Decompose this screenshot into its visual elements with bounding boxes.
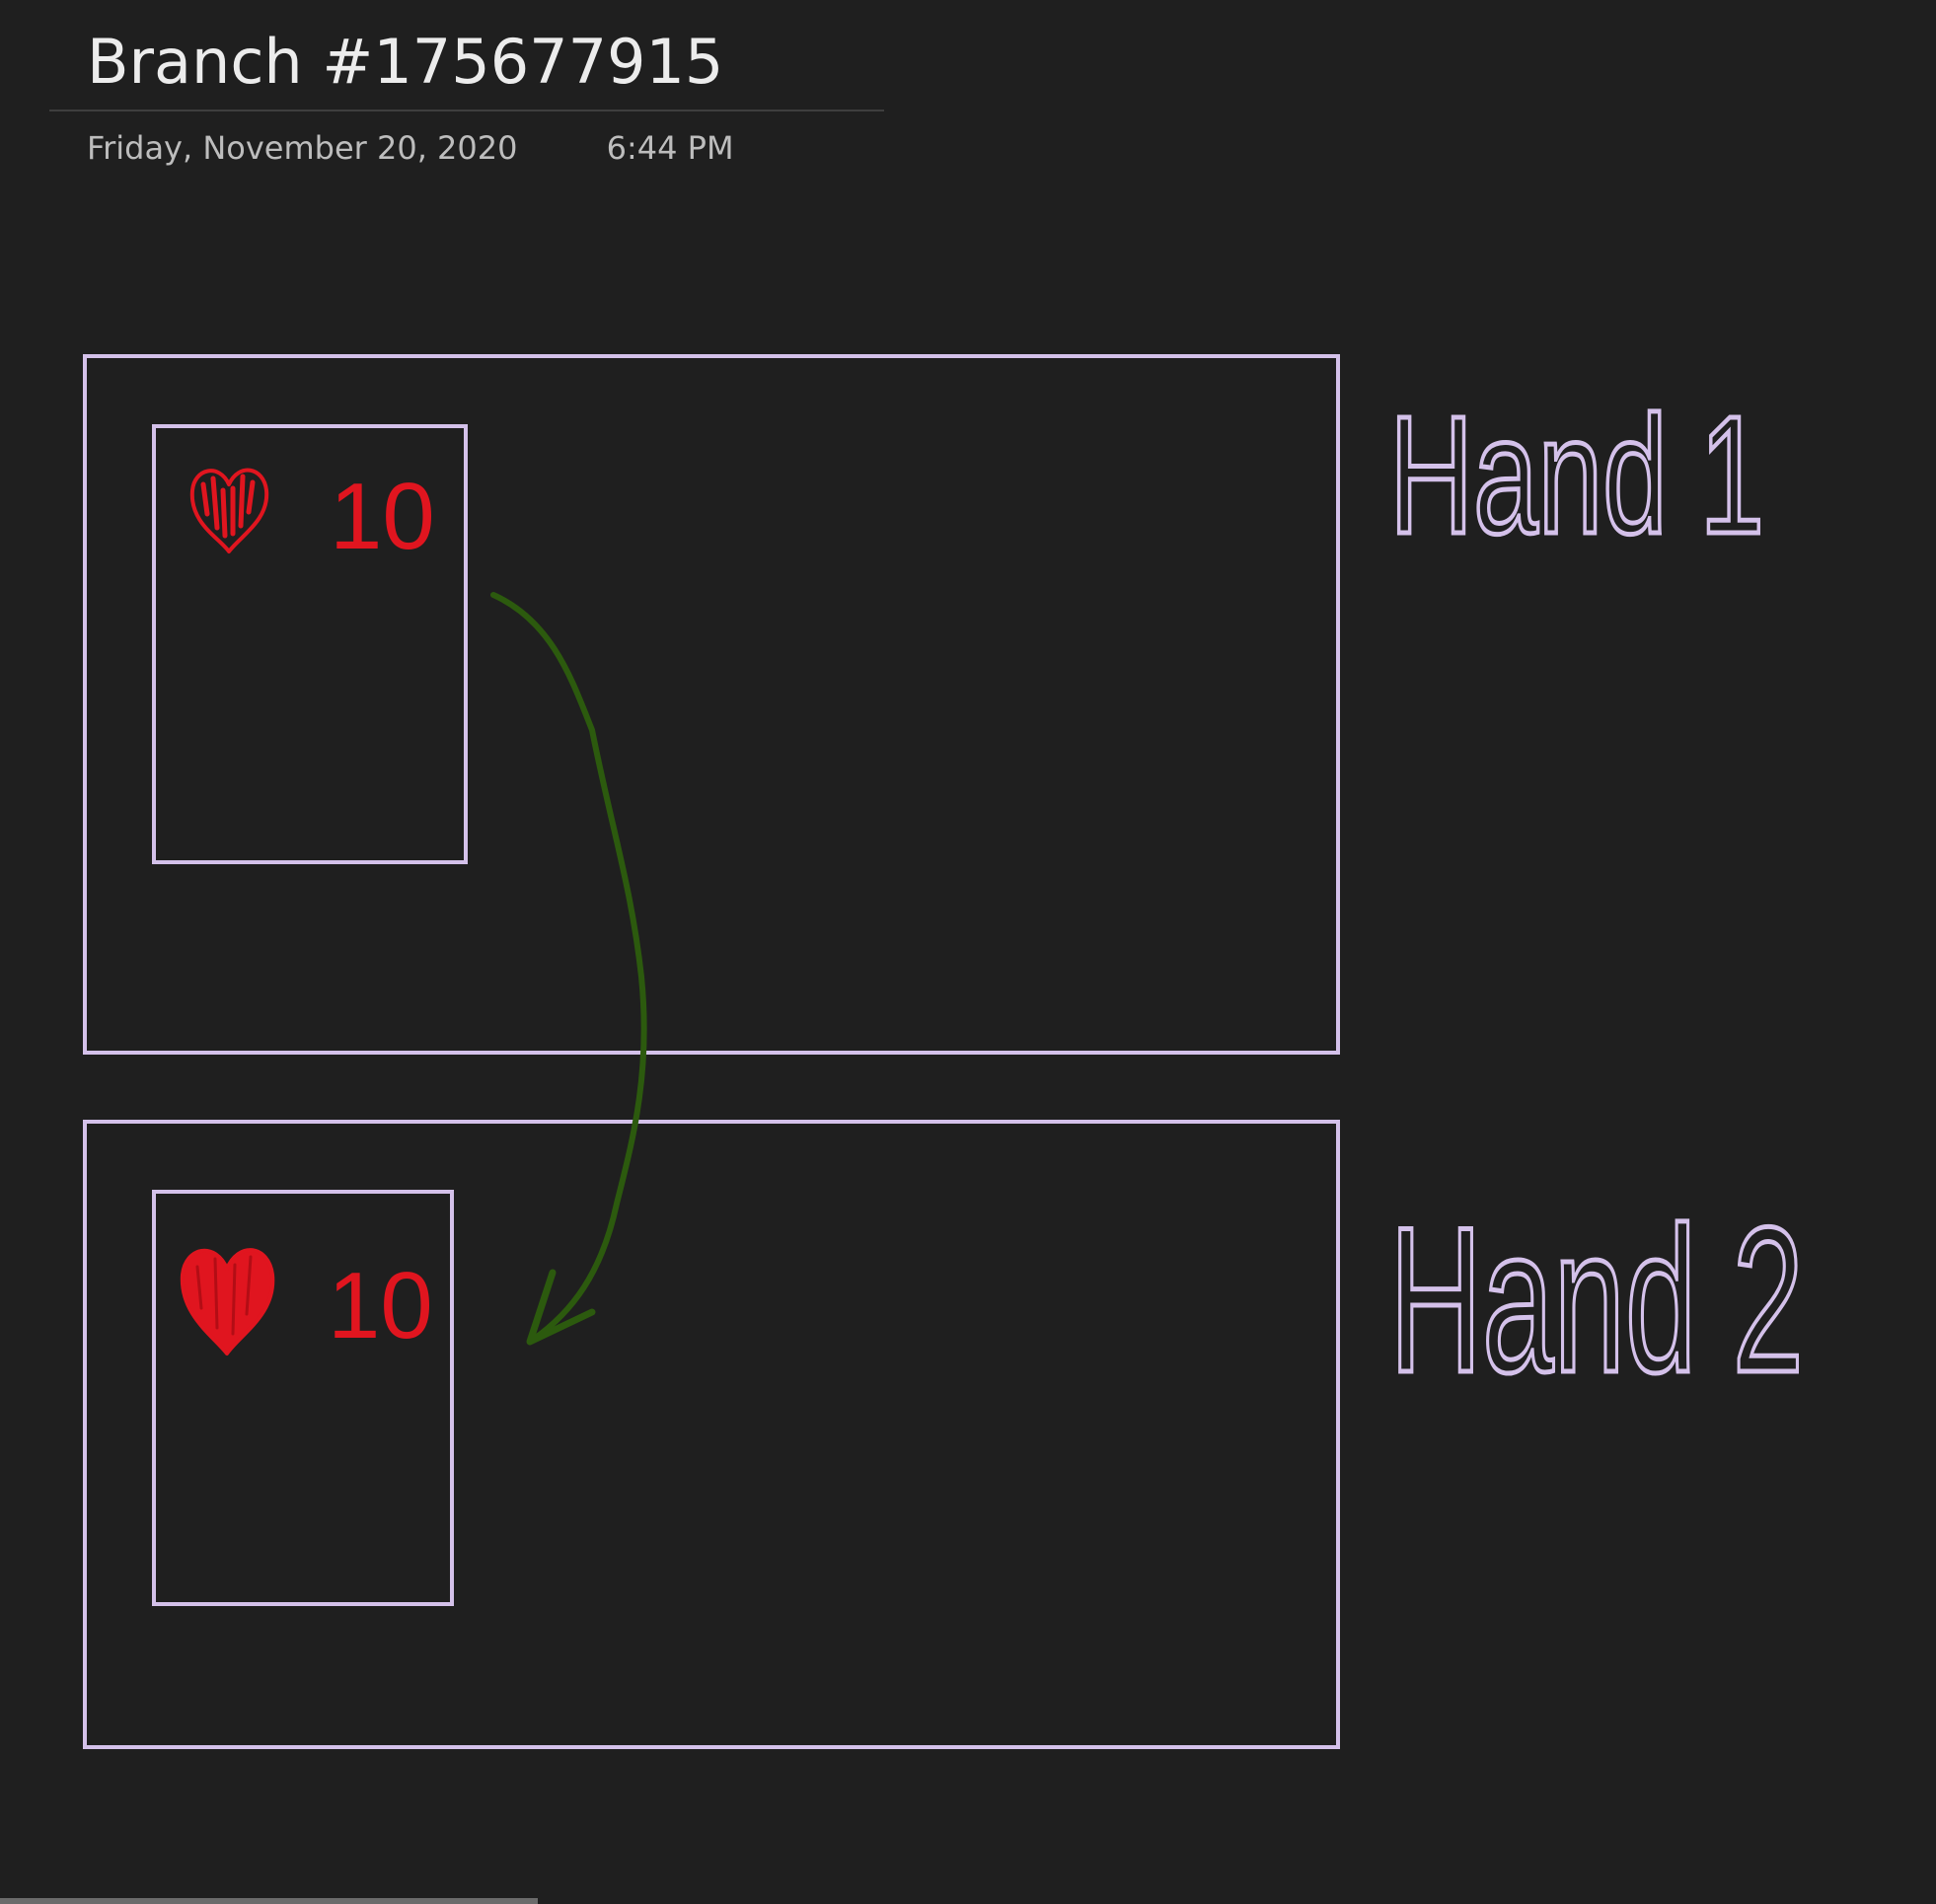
hand-2-card-rank: 10 [328,1253,433,1358]
page-meta: Friday, November 20, 2020 6:44 PM [87,128,734,168]
hand-2-group: 10 Hand 2 [83,1120,1807,1749]
hand-1-card [152,424,468,864]
page-time: 6:44 PM [606,129,734,167]
hand-2-card [152,1190,454,1606]
heart-icon [189,468,269,553]
arrow-icon [490,592,647,1346]
hand-2-label: Hand 2 [1389,1184,1804,1416]
horizontal-scrollbar[interactable] [0,1898,538,1904]
page-title[interactable]: Branch #175677915 [87,26,724,98]
hand-1-group: 10 Hand 1 [83,354,1767,1055]
hand-1-box [83,354,1340,1055]
page-header: Branch #175677915 Friday, November 20, 2… [49,10,884,168]
title-divider [49,110,884,111]
page-date: Friday, November 20, 2020 [87,129,518,167]
hand-1-card-rank: 10 [330,464,435,569]
heart-icon [180,1248,275,1355]
hand-1-label: Hand 1 [1389,382,1764,569]
hand-2-box [83,1120,1340,1749]
